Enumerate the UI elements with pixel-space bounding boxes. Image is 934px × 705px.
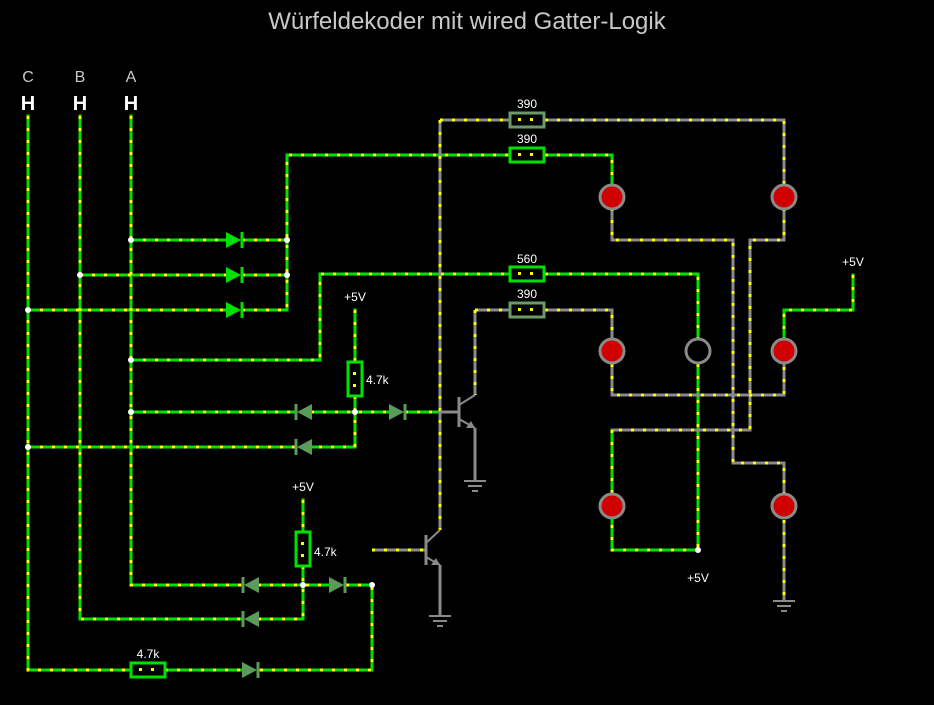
resistor-390-third-label: 390 bbox=[517, 287, 537, 301]
supply-label-center-bottom: +5V bbox=[687, 571, 709, 585]
junctions bbox=[25, 237, 701, 588]
led-mid-right[interactable] bbox=[770, 337, 798, 365]
input-label-a: A bbox=[126, 69, 137, 86]
ground-upper-icon bbox=[463, 480, 487, 492]
supply-label-right: +5V bbox=[842, 255, 864, 269]
supply-label-lower-pullup: +5V bbox=[292, 480, 314, 494]
led-bottom-right[interactable] bbox=[770, 492, 798, 520]
resistor-560-label: 560 bbox=[517, 252, 537, 266]
diagram-title: Würfeldekoder mit wired Gatter-Logik bbox=[268, 8, 666, 35]
resistor-4k7-lower-label: 4.7k bbox=[314, 545, 338, 559]
input-toggle-b[interactable]: H bbox=[73, 93, 87, 115]
resistor-4k7-upper[interactable]: 4.7k bbox=[346, 360, 390, 398]
resistor-4k7-lower[interactable]: 4.7k bbox=[294, 530, 338, 568]
resistor-390-second-label: 390 bbox=[517, 132, 537, 146]
ground-right-icon bbox=[772, 600, 796, 612]
transistor-upper[interactable] bbox=[440, 394, 476, 429]
low-wires bbox=[372, 118, 786, 615]
resistor-390-third[interactable]: 390 bbox=[508, 287, 546, 319]
led-mid-left[interactable] bbox=[598, 337, 626, 365]
resistor-4k7-bottom[interactable]: 4.7k bbox=[129, 647, 167, 679]
input-label-c: C bbox=[22, 69, 34, 86]
diode-c-top bbox=[224, 300, 244, 320]
diode-a-low bbox=[241, 575, 261, 595]
diode-a-top bbox=[224, 230, 244, 250]
input-toggle-a[interactable]: H bbox=[124, 93, 138, 115]
led-top-left[interactable] bbox=[598, 183, 626, 211]
current-dots bbox=[26, 116, 855, 672]
led-top-right[interactable] bbox=[770, 183, 798, 211]
resistor-390-second[interactable]: 390 bbox=[508, 132, 546, 164]
resistor-390-top[interactable]: 390 bbox=[508, 97, 546, 129]
diode-b-top bbox=[224, 265, 244, 285]
diode-c-bottom bbox=[240, 660, 260, 680]
resistor-4k7-upper-label: 4.7k bbox=[366, 373, 390, 387]
diode-a-mid bbox=[294, 402, 314, 422]
resistor-390-top-label: 390 bbox=[517, 97, 537, 111]
ground-lower-icon bbox=[428, 615, 452, 627]
input-label-b: B bbox=[75, 69, 86, 86]
resistor-560[interactable]: 560 bbox=[508, 252, 546, 283]
led-mid-center[interactable] bbox=[684, 337, 712, 365]
transistor-lower[interactable] bbox=[424, 529, 441, 566]
diode-b-low bbox=[241, 609, 261, 629]
diode-base-upper bbox=[387, 402, 407, 422]
resistor-4k7-bottom-label: 4.7k bbox=[137, 647, 161, 661]
led-bottom-left[interactable] bbox=[598, 492, 626, 520]
diode-c-mid bbox=[294, 437, 314, 457]
supply-label-upper-pullup: +5V bbox=[344, 290, 366, 304]
input-toggle-c[interactable]: H bbox=[21, 93, 35, 115]
diode-base-lower bbox=[327, 575, 347, 595]
